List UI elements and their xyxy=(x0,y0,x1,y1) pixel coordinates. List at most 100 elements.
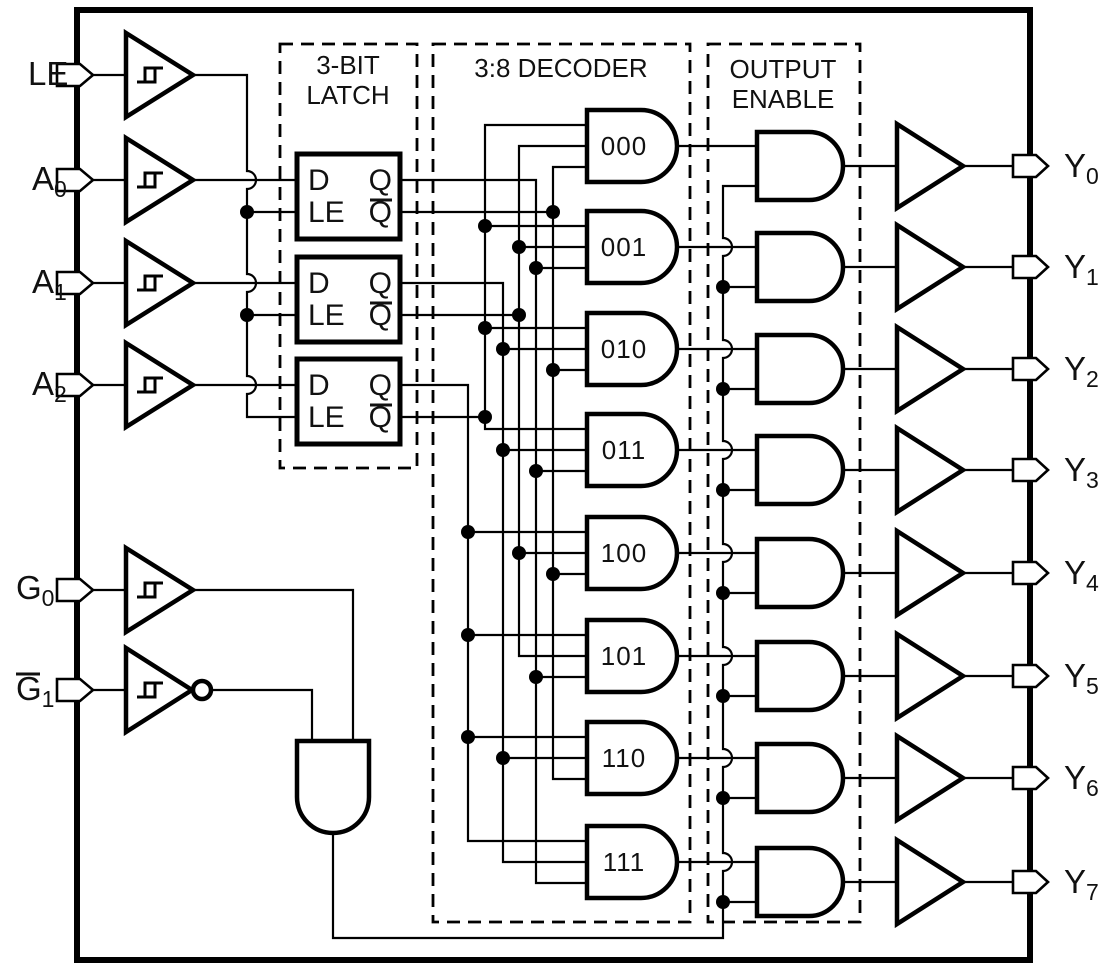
latch-cell-0 xyxy=(294,151,403,242)
decoder-block-title: 3:8 DECODER xyxy=(474,53,647,83)
output-label-y1: Y1 xyxy=(1064,248,1099,290)
schmitt-inverter-g1 xyxy=(123,643,197,737)
output-label-y3: Y3 xyxy=(1064,451,1099,493)
latch1-q-label: Q xyxy=(369,267,392,300)
latch-block-title-line2: LATCH xyxy=(306,80,389,110)
latch-port-labels: D LE Q Q D LE Q Q D LE Q Q xyxy=(308,164,392,434)
oe-and-gate-4 xyxy=(754,536,846,610)
oe-and-gate-7 xyxy=(754,845,846,919)
output-labels: Y0 Y1 Y2 Y3 Y4 Y5 Y6 Y7 xyxy=(1064,147,1099,905)
gate-label-110: 110 xyxy=(602,743,646,773)
output-label-y0: Y0 xyxy=(1064,147,1099,189)
and-gate-010 xyxy=(584,310,680,388)
gate-label-010: 010 xyxy=(601,334,647,364)
input-label-a0: A0 xyxy=(32,160,67,202)
enable-and-gate xyxy=(294,738,372,836)
latch1-le-label: LE xyxy=(308,299,345,332)
latch2-d-label: D xyxy=(308,369,330,402)
oe-and-gate-0 xyxy=(754,129,846,203)
latch0-d-label: D xyxy=(308,164,330,197)
output-label-y4: Y4 xyxy=(1064,554,1099,596)
input-pin-le xyxy=(55,62,96,88)
input-pin-g1 xyxy=(55,677,96,703)
junction-dots xyxy=(240,205,730,909)
input-label-a2: A2 xyxy=(32,365,67,407)
output-pin-y1 xyxy=(1011,254,1050,280)
and-gate-100 xyxy=(584,514,680,592)
input-label-a1: A1 xyxy=(32,263,67,305)
output-label-y7: Y7 xyxy=(1064,863,1099,905)
wire-g0-enable xyxy=(193,588,355,741)
latch0-q-label: Q xyxy=(369,164,392,197)
output-buffers xyxy=(894,119,968,929)
input-pin-a1 xyxy=(55,270,96,296)
inverter-bubble-icon xyxy=(190,678,214,702)
input-pin-g0 xyxy=(55,577,96,603)
oe-and-gate-5 xyxy=(754,639,846,713)
schmitt-buffer-a2 xyxy=(123,338,198,432)
and-gate-001 xyxy=(584,208,680,286)
gate-label-100: 100 xyxy=(601,538,647,568)
output-enable-block-outline xyxy=(706,42,862,924)
wire-g1-enable xyxy=(211,688,314,741)
latch-cell-1 xyxy=(294,254,403,345)
output-label-y2: Y2 xyxy=(1064,350,1099,392)
output-pin-y2 xyxy=(1011,356,1050,382)
decoder-block-outline xyxy=(431,42,692,924)
block-outlines xyxy=(278,42,862,924)
output-buffer-7 xyxy=(894,835,968,929)
latch-block-outline xyxy=(278,42,419,470)
hysteresis-icon xyxy=(137,171,163,189)
decoder-gate-labels: 000 001 010 011 100 101 110 111 xyxy=(601,131,647,877)
decoder-gates xyxy=(584,107,680,901)
oe-block-title-line2: ENABLE xyxy=(732,84,835,114)
output-buffer-0 xyxy=(894,119,968,213)
latch2-q-label: Q xyxy=(369,369,392,402)
schmitt-buffer-le xyxy=(123,28,198,122)
input-label-g0: G0 xyxy=(16,569,54,611)
output-pins xyxy=(1011,153,1050,895)
output-buffer-5 xyxy=(894,629,968,723)
input-pin-a0 xyxy=(55,167,96,193)
output-pin-y5 xyxy=(1011,663,1050,689)
oe-block-title-line1: OUTPUT xyxy=(730,54,837,84)
latch1-qbar-label: Q xyxy=(369,299,392,332)
output-buffer-1 xyxy=(894,220,968,314)
output-enable-gates xyxy=(754,129,846,919)
output-buffer-6 xyxy=(894,731,968,825)
schmitt-buffer-a0 xyxy=(123,133,198,227)
output-label-y6: Y6 xyxy=(1064,759,1099,801)
input-labels: LE A0 A1 A2 G0 G1 xyxy=(16,55,68,712)
latch1-d-label: D xyxy=(308,267,330,300)
output-buffer-4 xyxy=(894,526,968,620)
oe-and-gate-6 xyxy=(754,741,846,815)
latch-cell-2 xyxy=(294,356,403,447)
input-buffers xyxy=(123,28,214,737)
rail-q1 xyxy=(400,281,587,864)
latch0-qbar-label: Q xyxy=(369,196,392,229)
gate-label-101: 101 xyxy=(601,641,647,671)
oe-and-gate-3 xyxy=(754,433,846,507)
output-pin-y6 xyxy=(1011,765,1050,791)
input-label-g1: G1 xyxy=(16,670,54,712)
rail-q2 xyxy=(400,383,587,843)
output-pin-y3 xyxy=(1011,457,1050,483)
wiring xyxy=(93,73,1013,940)
and-gate-111 xyxy=(584,823,680,901)
latch2-le-label: LE xyxy=(308,401,345,434)
hysteresis-icon xyxy=(137,376,163,394)
output-buffer-2 xyxy=(894,322,968,416)
oe-and-gate-1 xyxy=(754,230,846,304)
input-pin-a2 xyxy=(55,372,96,398)
output-pin-y7 xyxy=(1011,869,1050,895)
block-titles: 3-BIT LATCH 3:8 DECODER OUTPUT ENABLE xyxy=(306,50,836,114)
gate-label-111: 111 xyxy=(603,847,646,877)
latch2-qbar-label: Q xyxy=(369,401,392,434)
hysteresis-icon xyxy=(137,66,163,84)
chip-border xyxy=(74,7,1033,963)
oe-and-gate-2 xyxy=(754,332,846,406)
latch0-le-label: LE xyxy=(308,196,345,229)
latch-cells xyxy=(294,151,403,447)
rail-q0bar xyxy=(551,165,587,781)
